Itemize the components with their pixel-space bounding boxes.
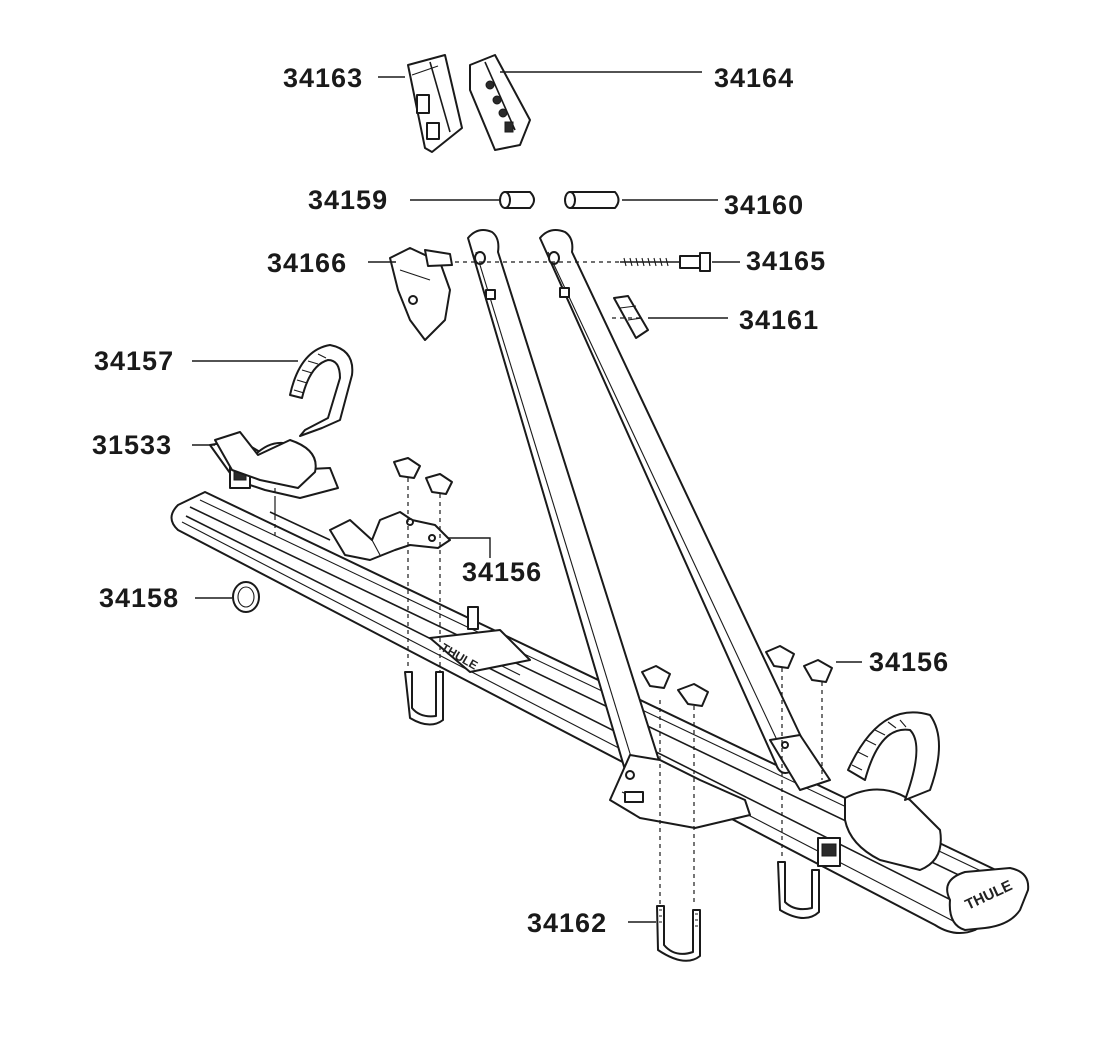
rail-logo-band: THULE [429,606,531,673]
label-34165: 34165 [746,246,826,276]
label-34162: 34162 [527,908,607,938]
label-31533: 31533 [92,430,172,460]
part-34162-u-bolt [656,905,701,962]
part-34156-cradle [329,511,451,561]
leader-lines [192,71,862,923]
part-34159-bushing [499,191,535,209]
rear-wheel-holder [817,711,942,871]
label-34160: 34160 [724,190,804,220]
base-plate [609,754,751,829]
part-34166-clamp [389,247,453,341]
part-31533-holder [214,431,317,489]
part-34165-bolt [620,252,711,272]
label-34166: 34166 [267,248,347,278]
label-34156-lower: 34156 [869,647,949,677]
frame-arm-left [467,229,663,782]
part-34163-block [407,54,463,153]
label-34156-upper: 34156 [462,557,542,587]
label-34159: 34159 [308,185,388,215]
rear-arm-base [769,734,831,791]
frame-arm-right [539,229,813,774]
part-34158-plug [232,581,260,613]
label-34164: 34164 [714,63,794,93]
knob-set-front [393,457,453,672]
part-34164-block [469,54,531,151]
part-34157-strap [289,344,354,437]
label-34163: 34163 [283,63,363,93]
end-cap: THULE [946,867,1030,931]
knob-set-rear [765,645,833,860]
part-34160-bushing [564,191,620,209]
part-34161-nut [613,295,649,339]
knob-set-mid [641,665,709,905]
label-34158: 34158 [99,583,179,613]
label-34157: 34157 [94,346,174,376]
label-34161: 34161 [739,305,819,335]
u-bolt-front [404,671,444,726]
u-bolt-rear [777,861,820,919]
